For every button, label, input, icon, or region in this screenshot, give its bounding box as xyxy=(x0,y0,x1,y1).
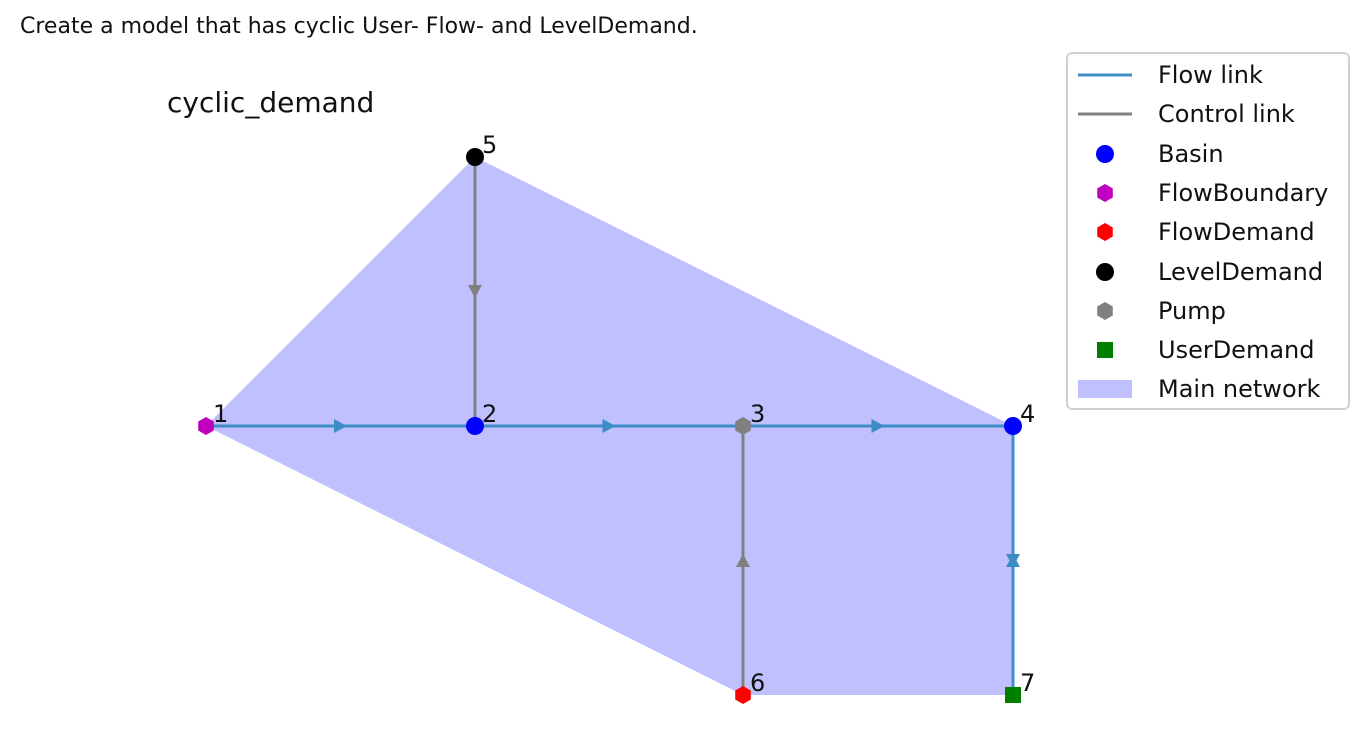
legend-label: Basin xyxy=(1158,139,1224,168)
legend-item-flow-link: Flow link xyxy=(1076,58,1263,92)
legend-item-main-network: Main network xyxy=(1076,372,1320,406)
legend-item-userdemand: UserDemand xyxy=(1076,333,1314,367)
legend-item-flowdemand: FlowDemand xyxy=(1076,215,1315,249)
link-arrow-7-4 xyxy=(1006,554,1020,567)
legend-symbol xyxy=(1097,183,1113,202)
link-arrow-1-2 xyxy=(334,419,347,433)
legend-circle xyxy=(1096,262,1114,281)
link-arrow-2-3 xyxy=(602,419,616,433)
legend-patch xyxy=(1078,380,1132,399)
legend-label: Control link xyxy=(1158,100,1295,129)
legend-label: FlowDemand xyxy=(1158,218,1315,247)
node-1-flowboundary xyxy=(198,417,214,435)
legend-hexagon xyxy=(1097,183,1113,202)
legend-label: LevelDemand xyxy=(1158,257,1324,286)
link-arrow-6-3 xyxy=(736,554,750,567)
legend-symbol xyxy=(1078,380,1132,399)
diagram-title: cyclic_demand xyxy=(167,86,375,119)
legend-item-control-link: Control link xyxy=(1076,97,1295,131)
legend-symbol xyxy=(1096,262,1114,281)
node-label-1: 1 xyxy=(213,400,228,428)
legend-item-basin: Basin xyxy=(1076,137,1224,171)
legend-circle xyxy=(1096,144,1114,163)
legend-label: FlowBoundary xyxy=(1158,178,1329,207)
legend-square xyxy=(1097,342,1113,359)
node-label-4: 4 xyxy=(1020,400,1035,428)
node-label-6: 6 xyxy=(750,669,765,697)
legend-label: Flow link xyxy=(1158,61,1263,89)
node-label-2: 2 xyxy=(482,400,497,428)
legend-item-leveldemand: LevelDemand xyxy=(1076,255,1323,289)
legend-label: Main network xyxy=(1158,375,1321,404)
node-5-leveldemand xyxy=(466,148,484,166)
link-arrow-5-2 xyxy=(468,285,482,298)
legend-symbol xyxy=(1096,144,1114,163)
legend-symbol xyxy=(1097,301,1113,320)
legend-item-pump: Pump xyxy=(1076,294,1226,328)
node-4-basin xyxy=(1004,417,1022,435)
node-label-7: 7 xyxy=(1020,669,1035,697)
legend-symbol xyxy=(1078,73,1132,77)
node-6-flowdemand xyxy=(735,686,751,704)
legend-symbol xyxy=(1078,112,1132,116)
node-label-5: 5 xyxy=(482,131,497,159)
legend-label: UserDemand xyxy=(1158,336,1315,365)
legend-hexagon xyxy=(1097,223,1113,242)
legend-symbol xyxy=(1097,223,1113,242)
legend-item-flowboundary: FlowBoundary xyxy=(1076,176,1328,210)
figure-caption: Create a model that has cyclic User- Flo… xyxy=(20,14,698,39)
node-label-3: 3 xyxy=(750,400,765,428)
link-arrow-3-4 xyxy=(871,419,885,433)
node-3-pump xyxy=(735,417,751,435)
legend-hexagon xyxy=(1097,301,1113,320)
node-7-userdemand xyxy=(1005,687,1021,703)
legend-symbol xyxy=(1097,342,1113,359)
node-2-basin xyxy=(466,417,484,435)
legend-label: Pump xyxy=(1158,296,1226,325)
